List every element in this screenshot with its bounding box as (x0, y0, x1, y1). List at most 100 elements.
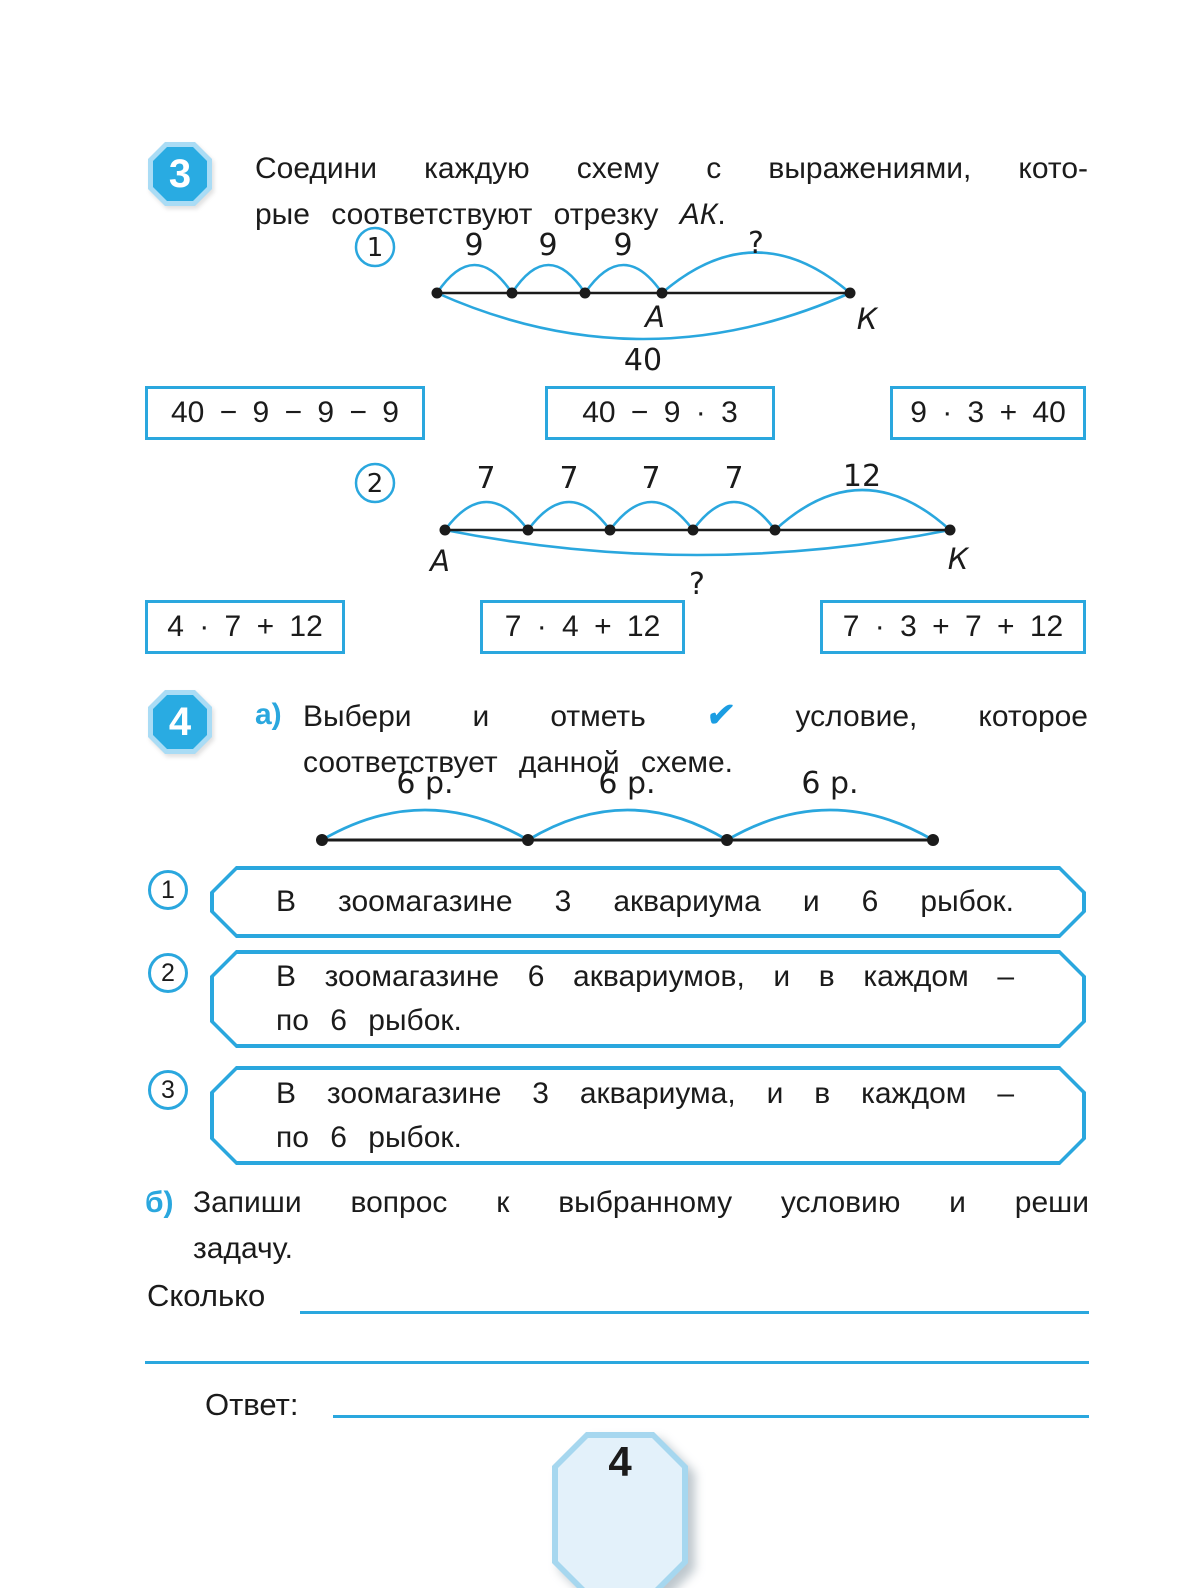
scheme-2-diagram: 2 7 7 7 7 12 А К ? (354, 459, 970, 602)
scheme-1-diagram: 1 9 9 9 ? А К 40 (354, 226, 879, 377)
option-3-number: 3 (148, 1070, 188, 1110)
expression-box-4[interactable]: 4 · 7 + 12 (145, 600, 345, 654)
task-3-instruction-period: . (717, 198, 726, 231)
option-1-text: В зоомагазине 3 аквариума и 6 рыбок. (276, 885, 1014, 918)
question-answer-line-1[interactable] (300, 1311, 1089, 1314)
answer-label: Ответ: (205, 1387, 299, 1422)
task-4b-line1: б) Запиши вопрос к выбранному условию и … (145, 1180, 1089, 1226)
option-3-box[interactable]: В зоомагазине 3 аквариума, и в каждом – … (210, 1066, 1086, 1165)
expression-box-1[interactable]: 40 − 9 − 9 − 9 (145, 386, 425, 440)
option-3-content: В зоомагазине 3 аквариума, и в каждом – … (214, 1070, 1082, 1161)
scheme-2-point (687, 524, 699, 536)
scheme-1-arc-label-question: ? (748, 226, 764, 261)
check-icon: ✔ (704, 696, 738, 733)
page-number: 4 (608, 1438, 632, 1485)
task-4a-text-before-check: Выбери и отметь (303, 700, 646, 733)
scheme-2-number-circle (354, 462, 396, 504)
task-3-badge-number: 3 (153, 147, 207, 201)
scheme-1-arc-2 (510, 263, 587, 294)
scheme-3-arc-label-3: 6 р. (801, 766, 858, 801)
scheme-1-point (431, 287, 443, 299)
expression-box-6[interactable]: 7 · 3 + 7 + 12 (820, 600, 1086, 654)
option-3-text-line2: по 6 рыбок. (276, 1120, 462, 1154)
scheme-2-arc-2 (526, 500, 612, 531)
task-4a-line2: соответствует данной схеме. (303, 746, 734, 779)
task-4-badge-number: 4 (153, 695, 207, 749)
task-4a-line1: а) Выбери и отметь ✔ условие, которое (255, 692, 1088, 740)
scheme-2-arc-total (444, 528, 951, 557)
task-4a-instruction: а) Выбери и отметь ✔ условие, которое со… (255, 692, 1088, 786)
task-4b-line1-text: Запиши вопрос к выбранному условию и реш… (193, 1186, 1089, 1219)
option-1-content: В зоомагазине 3 аквариума и 6 рыбок. (214, 870, 1082, 934)
scheme-2-arc-1 (443, 500, 530, 531)
scheme-1-label-k: К (857, 302, 879, 336)
scheme-2-point-k (944, 524, 956, 536)
scheme-1-label-a: А (643, 300, 665, 334)
option-1-number: 1 (148, 870, 188, 910)
scheme-3-arc-3 (726, 808, 934, 842)
scheme-2-arc-label-3: 7 (641, 461, 660, 496)
scheme-2-arc-5 (774, 488, 951, 531)
task-3-instruction-line2: рые соответствуют отрезку АК. (255, 192, 1088, 238)
scheme-2-point (522, 524, 534, 536)
scheme-3-diagram: 6 р. 6 р. 6 р. (316, 766, 939, 846)
scheme-1-point-a (656, 287, 668, 299)
scheme-3-arc-1 (321, 808, 529, 842)
expression-box-3[interactable]: 9 · 3 + 40 (890, 386, 1086, 440)
scheme-2-point (769, 524, 781, 536)
scheme-3-point (927, 834, 939, 846)
page-number-octagon-fill (558, 1438, 682, 1588)
option-1-box[interactable]: В зоомагазине 3 аквариума и 6 рыбок. (210, 866, 1086, 938)
scheme-3-arc-2 (527, 808, 728, 842)
question-prompt: Сколько (147, 1278, 266, 1313)
scheme-1-arc-label-3: 9 (613, 228, 632, 263)
scheme-1-point-k (844, 287, 856, 299)
scheme-2-point-a (439, 524, 451, 536)
scheme-1-arc-question (661, 251, 851, 294)
scheme-1-point (579, 287, 591, 299)
scheme-2-total-label: ? (689, 567, 705, 602)
scheme-2-arc-4 (691, 500, 777, 531)
task-4-badge: 4 (148, 690, 212, 754)
task-3-instruction: Соедини каждую схему с выражениями, кото… (255, 146, 1088, 238)
page-number-octagon: 4 (552, 1432, 688, 1588)
question-answer-line-2[interactable] (145, 1361, 1089, 1364)
scheme-2-point (604, 524, 616, 536)
task-3-instruction-line2-text: рые соответствуют отрезку (255, 198, 659, 231)
segment-name-ak: АК (679, 198, 718, 231)
task-4b-line2: задачу. (193, 1232, 293, 1265)
option-3-text-line1: В зоомагазине 3 аквариума, и в каждом – (276, 1076, 1014, 1110)
scheme-2-arc-3 (608, 500, 695, 531)
task-4a-text-after-check: условие, которое (795, 700, 1088, 733)
task-3-badge: 3 (148, 142, 212, 206)
scheme-2-arc-label-5: 12 (843, 459, 881, 494)
scheme-2-number: 2 (367, 469, 384, 499)
part-a-label: а) (255, 698, 282, 731)
scheme-3-arc-label-1: 6 р. (396, 766, 453, 801)
scheme-2-arc-label-1: 7 (476, 461, 495, 496)
scheme-3-point (721, 834, 733, 846)
scheme-1-arc-label-2: 9 (538, 228, 557, 263)
option-2-content: В зоомагазине 6 аквариумов, и в каждом –… (214, 954, 1082, 1044)
scheme-1-arc-label-1: 9 (464, 228, 483, 263)
scheme-2-label-a: А (428, 544, 450, 578)
scheme-1-point (506, 287, 518, 299)
option-2-number: 2 (148, 953, 188, 993)
expression-box-2[interactable]: 40 − 9 · 3 (545, 386, 775, 440)
scheme-2-arc-label-4: 7 (724, 461, 743, 496)
task-3-instruction-line1: Соедини каждую схему с выражениями, кото… (255, 152, 1088, 185)
scheme-3-point (522, 834, 534, 846)
scheme-1-number-circle (354, 226, 396, 268)
scheme-1-arc-3 (583, 263, 664, 294)
scheme-1-arc-total (436, 291, 851, 341)
scheme-2-label-k: К (948, 542, 970, 576)
answer-line[interactable] (333, 1415, 1089, 1418)
task-4a-line1-text: Выбери и отметь ✔ условие, которое (303, 692, 1088, 740)
expression-box-5[interactable]: 7 · 4 + 12 (480, 600, 685, 654)
scheme-3-arc-label-2: 6 р. (598, 766, 655, 801)
option-2-box[interactable]: В зоомагазине 6 аквариумов, и в каждом –… (210, 950, 1086, 1048)
part-b-label: б) (145, 1186, 174, 1219)
option-2-text-line1: В зоомагазине 6 аквариумов, и в каждом – (276, 960, 1014, 993)
option-2-text-line2: по 6 рыбок. (276, 1004, 462, 1037)
